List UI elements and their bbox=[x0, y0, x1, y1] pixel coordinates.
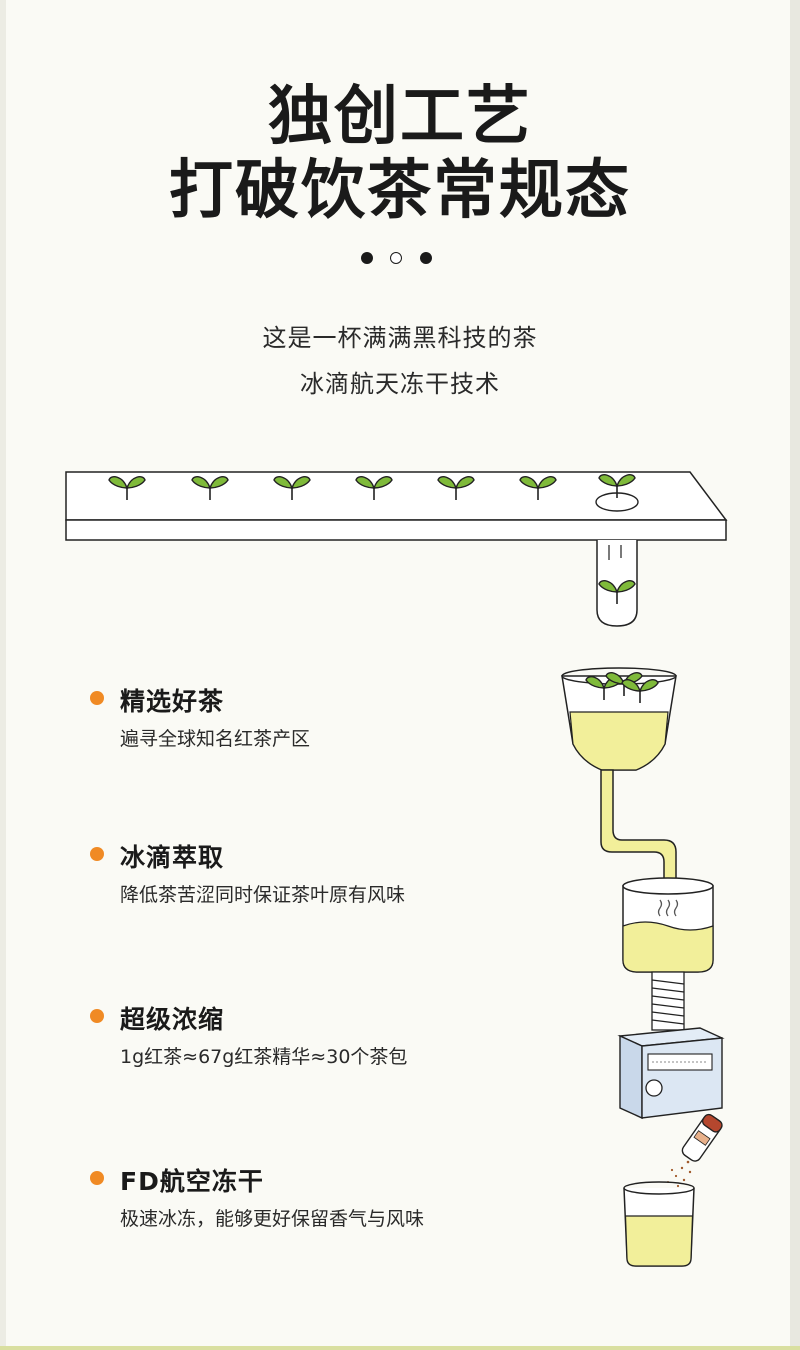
bullet-dot-icon bbox=[90, 1171, 104, 1185]
funnel-icon bbox=[561, 667, 677, 771]
extraction-beaker-icon bbox=[622, 877, 714, 973]
bullet-dot-icon bbox=[90, 1009, 104, 1023]
intro-line1: 这是一杯满满黑科技的茶 bbox=[262, 324, 538, 352]
powder-particles bbox=[667, 1160, 692, 1188]
powder-vial-icon bbox=[681, 1113, 723, 1162]
feature-desc: 1g红茶≈67g红茶精华≈30个茶包 bbox=[120, 1046, 408, 1068]
pagination-dot-1 bbox=[361, 252, 373, 264]
bullet-dot-icon bbox=[90, 691, 104, 705]
seedling-test-tube-icon bbox=[596, 540, 638, 627]
feature-desc: 极速冰冻，能够更好保留香气与风味 bbox=[120, 1208, 425, 1230]
drip-pipe-icon bbox=[600, 769, 677, 883]
feature-title: FD航空冻干 bbox=[120, 1167, 264, 1196]
feature-title: 精选好茶 bbox=[120, 687, 225, 716]
pagination-dot-3 bbox=[420, 252, 432, 264]
freeze-dryer-box-icon bbox=[617, 1027, 725, 1120]
left-edge-strip bbox=[0, 0, 6, 1350]
pagination-dots bbox=[361, 252, 441, 266]
page-title-line1: 独创工艺 bbox=[268, 80, 532, 154]
tea-glass-icon bbox=[623, 1181, 695, 1267]
bottom-edge-strip bbox=[0, 1346, 800, 1350]
feature-title: 冰滴萃取 bbox=[120, 843, 225, 872]
feature-desc: 降低茶苦涩同时保证茶叶原有风味 bbox=[120, 884, 406, 906]
feature-desc: 遍寻全球知名红茶产区 bbox=[120, 728, 311, 750]
sprout-tray-icon bbox=[65, 471, 728, 541]
feature-title: 超级浓缩 bbox=[120, 1005, 225, 1034]
page-title-line2: 打破饮茶常规态 bbox=[169, 154, 631, 228]
intro-line2: 冰滴航天冻干技术 bbox=[300, 370, 500, 398]
pagination-dot-2 bbox=[390, 252, 402, 264]
right-edge-strip bbox=[790, 0, 800, 1350]
spring-coil-icon bbox=[651, 971, 685, 1031]
bullet-dot-icon bbox=[90, 847, 104, 861]
